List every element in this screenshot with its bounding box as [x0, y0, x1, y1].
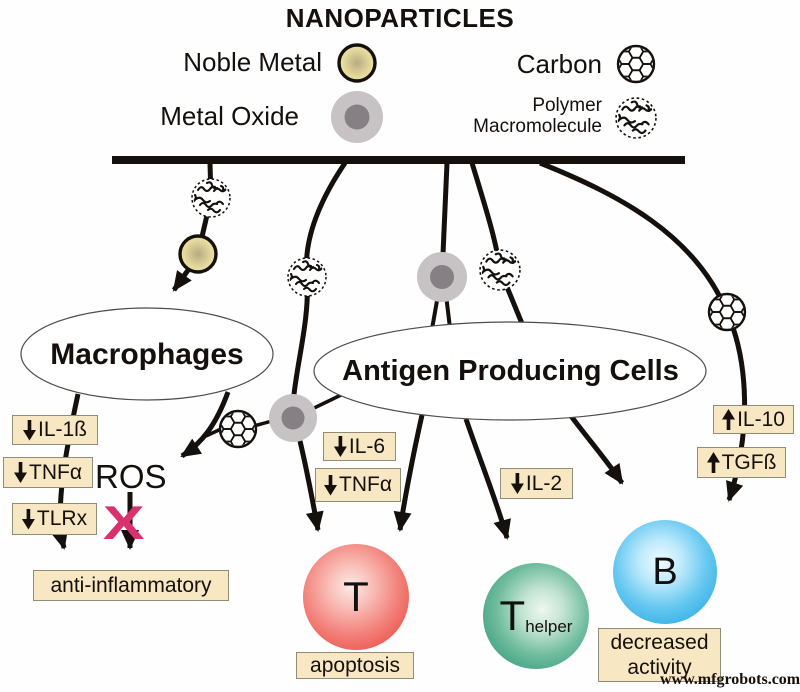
down-arrow-icon	[21, 508, 35, 530]
label-il6-box: IL-6	[323, 432, 396, 461]
legend-metal-oxide-icon	[331, 91, 383, 143]
label-activity: activity	[627, 656, 692, 679]
down-arrow-icon	[22, 419, 36, 441]
polymer-particle-icon	[192, 179, 230, 217]
carbon-particle-icon	[709, 293, 745, 330]
t-cell: T	[303, 544, 409, 650]
b-cell-label: B	[652, 550, 678, 593]
legend-noble-metal-icon	[337, 43, 377, 83]
label-apoptosis-box: apoptosis	[296, 652, 414, 679]
legend-carbon-icon	[618, 45, 654, 82]
label-tnfa-left-box: TNFα	[3, 457, 93, 488]
arrow-cluster-to-t	[297, 440, 324, 532]
label-il10-box: IL-10	[713, 405, 794, 434]
label-tgfb: TGFß	[721, 450, 777, 474]
legend-label-noble-metal: Noble Metal	[183, 47, 322, 77]
antigen-producing-cells-label: Antigen Producing Cells	[342, 355, 679, 387]
b-cell: B	[613, 520, 717, 624]
label-tgfb-box: TGFß	[697, 447, 786, 478]
legend-label-carbon: Carbon	[516, 49, 602, 79]
arrow-apc-to-t	[393, 414, 425, 532]
label-tnfa-mid: TNFα	[339, 473, 392, 496]
label-apoptosis: apoptosis	[310, 653, 400, 677]
t-helper-subscript: helper	[525, 617, 573, 636]
down-arrow-icon	[333, 436, 347, 457]
up-arrow-icon	[707, 452, 720, 473]
label-anti-inflammatory: anti-inflammatory	[50, 573, 212, 597]
polymer-particle-icon	[480, 250, 520, 290]
down-arrow-icon	[510, 473, 524, 494]
metal-oxide-particle-icon	[269, 394, 317, 442]
blocked-x-mark: X	[102, 496, 145, 550]
noble-metal-particle-icon	[178, 234, 218, 274]
up-arrow-icon	[722, 409, 735, 430]
label-tlrx-box: TLRx	[12, 503, 97, 535]
label-tnfa-mid-box: TNFα	[315, 468, 401, 502]
label-il2-box: IL-2	[500, 468, 573, 499]
nanoparticles-bar	[112, 156, 685, 164]
ros-label: ROS	[95, 458, 167, 495]
arrow-to-ros	[180, 391, 231, 459]
label-il2: IL-2	[525, 471, 563, 495]
legend-label-metal-oxide: Metal Oxide	[160, 101, 299, 131]
label-il6: IL-6	[348, 434, 386, 458]
label-decreased-activity-box: decreased activity	[598, 628, 721, 682]
down-arrow-icon	[324, 474, 338, 496]
label-tlrx: TLRx	[36, 507, 88, 530]
watermark: www.mfgrobots.com	[660, 671, 800, 688]
legend-polymer-line2: Macromolecule	[473, 116, 602, 137]
route-apc-right	[469, 162, 526, 327]
label-tnfa-left: TNFα	[29, 460, 82, 484]
t-cell-label: T	[343, 573, 369, 620]
macrophages-ellipse	[20, 307, 274, 401]
page-title: NANOPARTICLES	[285, 3, 515, 33]
label-decreased: decreased	[610, 631, 709, 654]
arrow-apc-to-b	[569, 414, 625, 485]
metal-oxide-particle-icon	[417, 252, 467, 302]
legend-polymer-line1: Polymer	[532, 95, 602, 116]
label-il1b: IL-1ß	[37, 418, 87, 441]
label-il10: IL-10	[737, 407, 785, 431]
macrophages-label: Macrophages	[50, 338, 244, 371]
legend-polymer-icon	[616, 98, 656, 138]
cluster-connectors	[205, 393, 342, 438]
antigen-producing-cells-ellipse	[313, 321, 707, 421]
carbon-particle-icon	[220, 410, 256, 447]
label-anti-inflammatory-box: anti-inflammatory	[33, 570, 229, 601]
t-helper-label: T	[499, 592, 526, 639]
label-il1b-box: IL-1ß	[12, 415, 98, 445]
arrow-apc-to-thelper	[463, 418, 511, 540]
legend-label-polymer: Polymer Macromolecule	[402, 95, 602, 137]
down-arrow-icon	[14, 462, 28, 483]
polymer-particle-icon	[288, 258, 326, 296]
